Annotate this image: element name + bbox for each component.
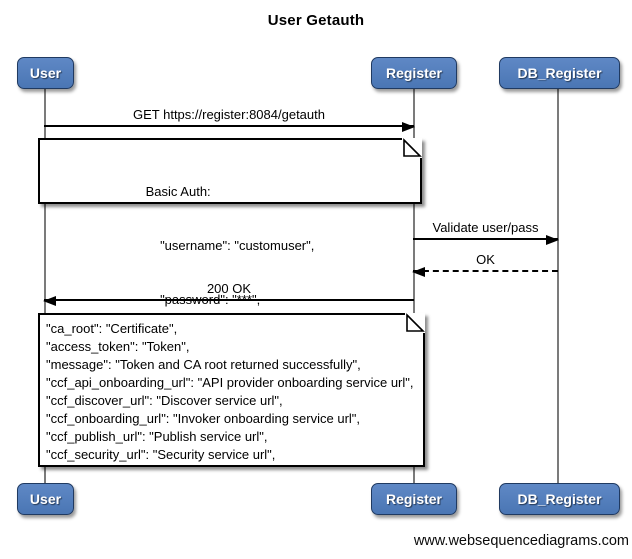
message-line <box>413 270 558 272</box>
message-validate-user-pass: Validate user/pass <box>413 214 559 245</box>
note-line: "ccf_api_onboarding_url": "API provider … <box>46 375 414 390</box>
note-basic-auth: Basic Auth: "username": "customuser", "p… <box>38 138 422 307</box>
note-line: "username": "customuser", <box>145 238 315 253</box>
lifeline-register <box>413 89 415 483</box>
arrowhead-right-icon <box>402 122 415 132</box>
note-line: "ca_root": "Certificate", <box>46 321 178 336</box>
actor-user-top: User <box>17 57 74 89</box>
message-label: OK <box>476 252 495 267</box>
diagram-title: User Getauth <box>267 12 365 29</box>
note-line: "access_token": "Token", <box>46 339 190 354</box>
actor-register-top: Register <box>371 57 457 89</box>
arrowhead-left-icon <box>43 296 56 306</box>
message-line <box>413 238 558 240</box>
note-line: "ccf_discover_url": "Discover service ur… <box>46 393 283 408</box>
note-token-response: "ca_root": "Certificate", "access_token"… <box>38 313 425 467</box>
message-200-ok: 200 OK <box>43 275 414 306</box>
message-label: 200 OK <box>206 281 252 296</box>
actor-user-bottom: User <box>17 483 74 515</box>
note-line: "ccf_onboarding_url": "Invoker onboardin… <box>46 411 361 426</box>
actor-register-bottom: Register <box>371 483 457 515</box>
actor-db-register-bottom: DB_Register <box>499 483 620 515</box>
note-line: Basic Auth: <box>145 184 211 199</box>
message-label: GET https://register:8084/getauth <box>133 107 325 122</box>
lifeline-user <box>44 89 46 483</box>
actor-db-register-top: DB_Register <box>499 57 620 89</box>
arrowhead-right-icon <box>546 235 559 245</box>
watermark: www.websequencediagrams.com <box>413 533 629 549</box>
note-text: Basic Auth: "username": "customuser", "p… <box>145 147 315 307</box>
arrowhead-left-icon <box>412 267 425 277</box>
message-line <box>44 125 414 127</box>
message-label: Validate user/pass <box>432 220 539 235</box>
note-line: "ccf_security_url": "Security service ur… <box>46 447 276 462</box>
message-line <box>44 299 414 301</box>
note-fold-corner-icon <box>405 313 425 333</box>
note-line: "message": "Token and CA root returned s… <box>46 357 361 372</box>
note-line: "ccf_publish_url": "Publish service url"… <box>46 429 268 444</box>
note-fold-corner-icon <box>402 138 422 158</box>
message-get-getauth: GET https://register:8084/getauth <box>44 101 415 132</box>
lifeline-db-register <box>557 89 559 483</box>
message-ok: OK <box>412 246 558 277</box>
